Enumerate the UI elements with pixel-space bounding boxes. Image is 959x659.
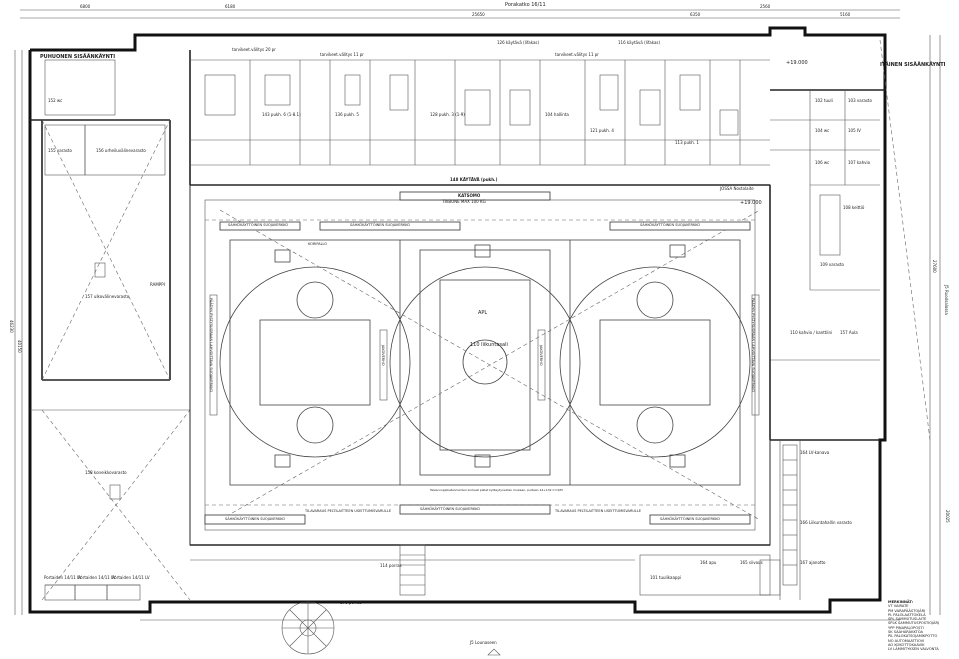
top-room-walls <box>190 59 770 166</box>
jakoverho-1-label: JAKOVERHO <box>381 345 385 366</box>
room-109-label: 109 varasto <box>820 262 844 267</box>
net-top-right-label: SÄHKÖKÄYTTÖINEN SUOJAVERKKO <box>640 223 701 227</box>
room-116-label: 116 käytävä (lifakas) <box>618 40 661 45</box>
room-110-label: 110 kahvio / kanttiini <box>790 330 833 335</box>
room-155-label: 155 varasto <box>48 148 72 153</box>
net-bottom-left-label: SÄHKÖKÄYTTÖINEN SUOJAVERKKO <box>225 517 286 521</box>
net-bottom-mid-label: SÄHKÖKÄYTTÖINEN SUOJAVERKKO <box>420 507 481 511</box>
room-107-label: 107 kahvio <box>848 160 871 165</box>
stage-label: APL <box>478 310 488 316</box>
sports-hall <box>189 184 771 546</box>
room-157b-label: 157 Aula <box>840 330 858 335</box>
room-152-label: 152 wc <box>48 98 63 103</box>
corridor-b-label: tarvikeet.välitys 11 pr <box>320 52 364 57</box>
right-room-walls <box>770 39 931 600</box>
left-storage-lines <box>41 59 191 601</box>
jakoverho-2-label: JAKOVERHO <box>539 345 543 366</box>
legend-item: NO AUTOMAATTIOVI <box>888 638 925 643</box>
bottom-structures <box>44 544 781 656</box>
room-166-label: 166 Liikuntahallin varasto <box>800 520 852 525</box>
dimension-lines <box>14 9 941 621</box>
net-top-left-label: SÄHKÖKÄYTTÖINEN SUOJAVERKKO <box>228 223 289 227</box>
top-dim-e: 2560 <box>760 4 771 9</box>
legend-item: PL PALOLAATTOKELA <box>888 612 926 617</box>
legend-item: PM VARAPÄÄSTOJÄRJ <box>888 608 926 613</box>
corridor-a-label: tarvikeet.välitys 20 pr <box>232 47 276 52</box>
side-net-left-label: PÄÄDYN PYSTYSUORAAN LAHVOITTAVA SUOJAVER… <box>209 298 213 393</box>
side-net-right-label: PÄÄDYN PYSTYSUORAAN LAHVOITTAVA SUOJAVER… <box>751 298 755 393</box>
legend-item: AO KOKOTTOKAAVIK <box>888 642 925 647</box>
bottom-dim-label: 20025 <box>945 510 950 523</box>
top-dim-b: 6180 <box>225 4 236 9</box>
room-114-label: 114 porras <box>380 563 402 568</box>
porta-2-label: Portaiden 14/11 LV <box>78 575 116 580</box>
legend-item: SPLK SAMMUTUSPOSTIOJÄRJ <box>888 621 940 626</box>
top-palokatko-label: Porakatko 16/11 <box>505 2 546 8</box>
room-164-label: 164 LV-kanava <box>800 450 830 455</box>
legend-item: VT VAIRATE <box>888 604 909 609</box>
legend-item: SK SÄÄHÄRÄKKTÖA <box>888 630 923 635</box>
right-dim-label: 27600 <box>932 260 937 273</box>
room-113-label: 113 pukh. 1 <box>675 140 699 145</box>
hall-name-label: 110 liikuntasali <box>470 342 508 348</box>
room-105-label: 105 IV <box>848 128 861 133</box>
legend-item: YPP PINAPALOPOSTI <box>888 625 924 630</box>
room-108-label: 108 keittiö <box>843 205 865 210</box>
hall-note-label: Telescooppikatsomoiden korkeat pallet ky… <box>430 488 563 492</box>
room-170-label: 170 porras <box>340 600 362 605</box>
room-104-label: 104 hallinta <box>545 112 569 117</box>
top-dim-a: 6800 <box>80 4 91 9</box>
room-164b-label: 164 apu <box>700 560 717 565</box>
room-102-label: 102 tuuli <box>815 98 833 103</box>
hall-elevation-label: +19.000 <box>740 200 762 206</box>
puhuonen-entrance-label: PUHUONEN SISÄÄNKÄYNTI <box>40 54 116 60</box>
left-dim-label: 46230 <box>9 320 14 333</box>
net-bottom-right-label: SÄHKÖKÄYTTÖINEN SUOJAVERKKO <box>660 517 721 521</box>
porta-3-label: Portaiden 14/11 LV <box>112 575 150 580</box>
legend-title: MERKINNÄT: <box>888 600 914 604</box>
elevation-right-label: +19.000 <box>786 60 808 66</box>
room-157-label: 157 ulkovälinevarasto <box>85 294 130 299</box>
room-101-label: 101 tuulikaappi <box>650 575 682 580</box>
corridor-c-label: tarvikeet.välitys 11 pr <box>555 52 599 57</box>
porta-1-label: Portaiden 14/11 LV <box>44 575 82 580</box>
room-167-label: 167 ajanotto <box>800 560 826 565</box>
room-126-label: 126 käytävä (lifakas) <box>497 40 540 45</box>
katsomo-label: KATSOMO <box>458 193 481 198</box>
room-104b-label: 104 wc <box>815 128 830 133</box>
legend-item: LV LÄMMITYKSEN VALVONTA <box>888 647 939 652</box>
room-103-label: 103 varasto <box>848 98 872 103</box>
legend-item: SPL SAMMUTUSLAITE <box>888 617 927 622</box>
east-entrance-label: ITÄINEN SISÄÄNKÄYNTI <box>880 62 946 68</box>
room-136-label: 136 pukh. 5 <box>335 112 359 117</box>
room-165-label: 165 siivous <box>740 560 763 565</box>
top-dim-c: 25650 <box>472 12 485 17</box>
net-top-mid-label: SÄHKÖKÄYTTÖINEN SUOJAVERKKO <box>350 223 411 227</box>
corridor-148-label: 148 KÄYTÄVÄ (pukh.) <box>450 177 498 182</box>
lift-label: JOSSA Nostolaite <box>720 186 754 191</box>
j5-right-label: J5 Ruodsalossa <box>944 285 949 315</box>
ramp-label: RAMPPI <box>150 282 165 287</box>
room-158-label: 158 koneikkovarasto <box>85 470 127 475</box>
room-128-label: 128 pukh. 3 (1-9) <box>430 112 465 117</box>
top-dim-f: 5160 <box>840 12 851 17</box>
j5-bottom-label: J5 Lounaseen <box>470 640 497 645</box>
legend: MERKINNÄT: VT VAIRATE PM VARAPÄÄSTOJÄRJ … <box>888 600 954 652</box>
room-156-label: 156 urheiluvälinevarasto <box>96 148 146 153</box>
basketball-label: KORIPALLO <box>308 242 328 246</box>
tribune-label: TRIBUNE MAX 100 KG <box>442 199 486 204</box>
room-121-label: 121 pukh. 4 <box>590 128 614 133</box>
top-dim-d: 6350 <box>690 12 701 17</box>
legend-item: PIL PALOKATSOJAMIKPOTTO <box>888 634 938 639</box>
room-143-label: 143 pukh. 6 (1-8.1) <box>262 112 301 117</box>
left-dim-b-label: 40150 <box>17 340 22 353</box>
room-106-label: 106 wc <box>815 160 830 165</box>
rail-2-label: TILAVARAUS PELTILAITTEEN USEITTUMISVARUL… <box>555 509 642 513</box>
rail-label: TILAVARAUS PELTILAITTEEN USEITTUMISVARUL… <box>305 509 392 513</box>
